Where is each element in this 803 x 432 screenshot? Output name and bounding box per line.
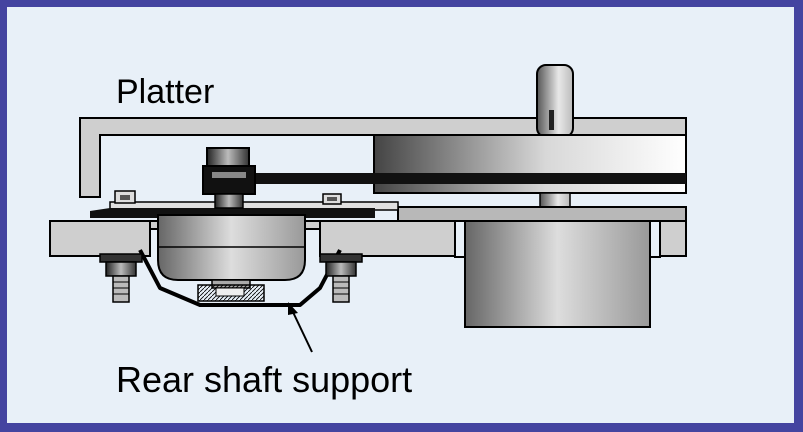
right-bolt <box>319 253 363 303</box>
platter-label: Platter <box>116 73 214 111</box>
right-bracket-inner <box>327 197 337 201</box>
sub-platter-plate <box>397 206 687 222</box>
spindle-post <box>536 64 574 138</box>
platter-part <box>79 117 687 198</box>
leader-arrow <box>288 302 313 353</box>
spindle-shaft <box>539 192 571 208</box>
drive-belt <box>220 173 686 184</box>
left-bolt <box>99 253 143 303</box>
rear-shaft-support-label: Rear shaft support <box>116 359 412 400</box>
motor-pulley <box>202 147 256 209</box>
rear-shaft-support-bracket <box>138 249 342 307</box>
motor-housing <box>454 220 661 328</box>
bearing-housing <box>157 214 306 289</box>
left-bracket-inner <box>120 195 130 200</box>
main-hub-cylinder <box>373 134 687 194</box>
